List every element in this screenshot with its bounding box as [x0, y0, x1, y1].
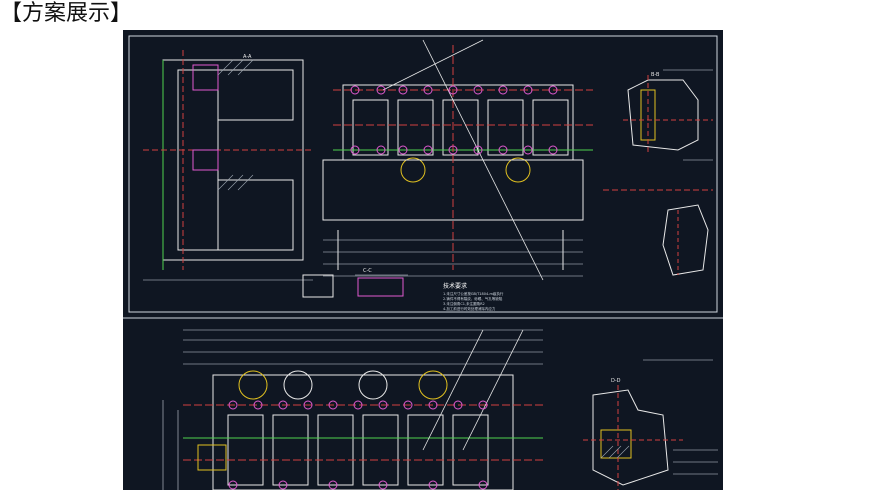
section-label-a: A-A: [243, 54, 252, 60]
note-line-2: 2.铸件不得有裂纹、砂眼、气孔等缺陷: [443, 296, 503, 301]
lower-hatch: [600, 445, 630, 459]
page-heading: 【方案展示】: [0, 1, 133, 26]
cad-drawing-image: 技术要求 1.未注尺寸公差按GB/T1804-m级执行 2.铸件不得有裂纹、砂眼…: [123, 30, 723, 490]
section-label-b: B-B: [651, 72, 660, 78]
upper-dimension-lines: [143, 239, 583, 281]
cad-drawing-canvas: 技术要求 1.未注尺寸公差按GB/T1804-m级执行 2.铸件不得有裂纹、砂眼…: [123, 35, 723, 490]
lower-magenta-holes: [228, 400, 488, 490]
upper-magenta-holes: [350, 85, 558, 155]
upper-right-detail: [623, 69, 713, 161]
notes-title: 技术要求: [443, 282, 467, 290]
lower-right-detail: [583, 359, 718, 490]
section-label-d: D-D: [611, 378, 621, 384]
lower-yellow-detail: [197, 444, 227, 471]
lower-main-view: [162, 329, 543, 490]
note-line-4: 4.加工前进行时效处理消除内应力: [443, 306, 496, 311]
right-mid-detail: [603, 189, 713, 276]
upper-main-view: [322, 39, 593, 281]
note-line-1: 1.未注尺寸公差按GB/T1804-m级执行: [443, 291, 504, 296]
upper-sheet-frame: [128, 35, 718, 313]
section-label-c: C-C: [363, 268, 372, 274]
notes-lines: 1.未注尺寸公差按GB/T1804-m级执行 2.铸件不得有裂纹、砂眼、气孔等缺…: [443, 291, 504, 311]
small-detail-view: [302, 274, 408, 298]
upper-left-hatch: [217, 59, 254, 191]
note-line-3: 3.未注倒角C1,未注圆角R2: [443, 301, 485, 306]
upper-left-section-view: [143, 50, 313, 270]
